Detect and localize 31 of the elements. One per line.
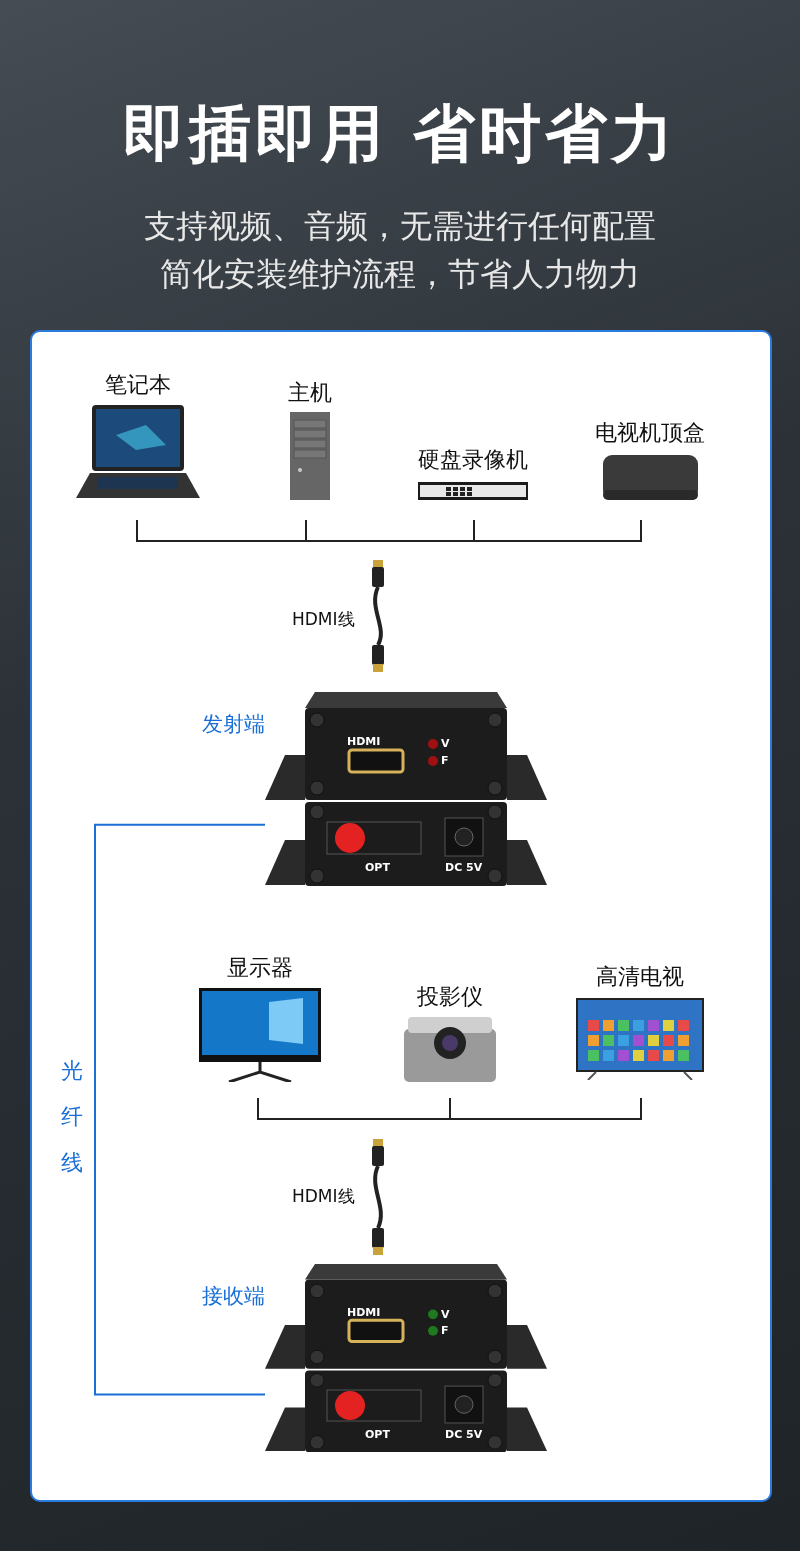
led-label: F bbox=[441, 1325, 449, 1336]
title: 即插即用 省时省力 bbox=[122, 96, 678, 172]
bracket-line bbox=[257, 1097, 451, 1120]
port-label: OPT bbox=[365, 862, 390, 873]
port-label: DC 5V bbox=[445, 1428, 483, 1440]
hdmi-port-label: HDMI bbox=[347, 736, 381, 747]
device-label: 高清电视 bbox=[595, 963, 685, 991]
port-label: OPT bbox=[365, 1428, 390, 1440]
cable-label: HDMI线 bbox=[292, 608, 355, 631]
led-label: F bbox=[441, 755, 449, 766]
cable-label: HDMI线 bbox=[292, 1185, 355, 1208]
led-label: V bbox=[441, 1308, 450, 1320]
device-label: 显示器 bbox=[226, 954, 294, 982]
hdmi-port-label: HDMI bbox=[347, 1306, 381, 1318]
device-label: 硬盘录像机 bbox=[416, 446, 529, 474]
bracket-line bbox=[449, 1097, 642, 1120]
fiber-line bbox=[94, 823, 266, 1396]
port-label: DC 5V bbox=[445, 862, 483, 873]
device-label: 主机 bbox=[287, 379, 333, 407]
device-role-label: 发射端 bbox=[202, 711, 265, 738]
subtitle: 简化安装维护流程，节省人力物力 bbox=[159, 254, 641, 295]
bracket-line bbox=[473, 519, 642, 542]
device-role-label: 接收端 bbox=[202, 1283, 265, 1310]
subtitle: 支持视频、音频，无需进行任何配置 bbox=[143, 206, 657, 247]
device-label: 笔记本 bbox=[103, 371, 172, 399]
device-label: 电视机顶盒 bbox=[594, 419, 706, 447]
device-label: 投影仪 bbox=[416, 983, 484, 1011]
edge-label: 光纤线 bbox=[61, 1056, 83, 1177]
bracket-line bbox=[136, 519, 307, 542]
bracket-line bbox=[305, 519, 475, 542]
led-label: V bbox=[441, 738, 450, 749]
